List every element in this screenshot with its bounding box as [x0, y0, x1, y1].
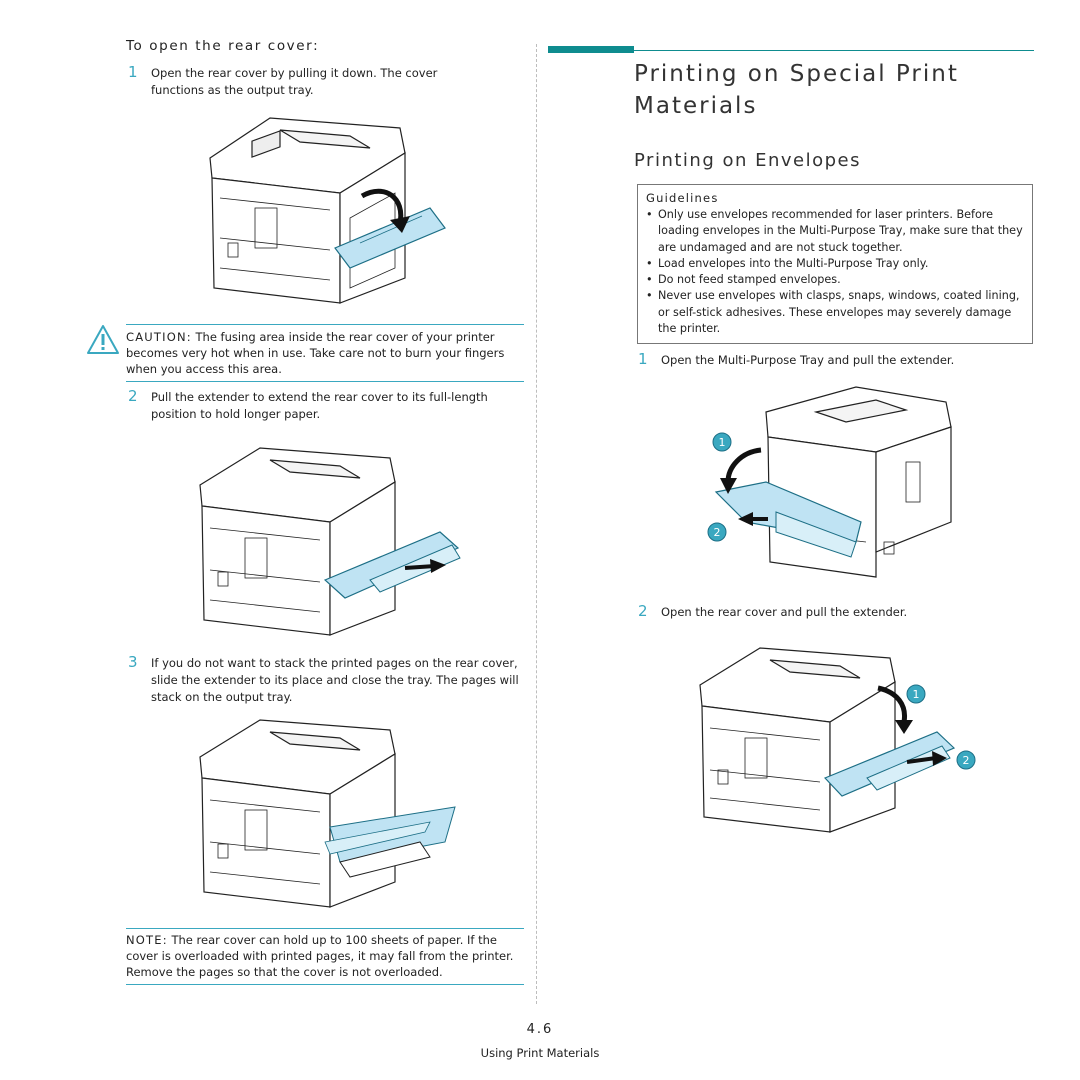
section-heading-envelopes: Printing on Envelopes [634, 150, 862, 171]
printer-pages-stacked-illustration [199, 719, 456, 908]
printer-extender-pulled-illustration [199, 447, 461, 636]
callout-badge-1: 1 [712, 432, 732, 452]
page-title: Printing on Special Print Materials [634, 58, 959, 122]
printer-rear-cover-open-illustration [209, 117, 446, 304]
step-2-number: 2 [128, 387, 138, 405]
callout-badge-3-label: 1 [913, 688, 920, 701]
title-rule-line [634, 50, 1034, 51]
caution-label: CAUTION: [126, 330, 192, 344]
guideline-item: Never use envelopes with clasps, snaps, … [646, 288, 1024, 337]
callout-badge-4-label: 2 [963, 754, 970, 767]
callout-badge-4: 2 [956, 750, 976, 770]
step-3-number: 3 [128, 653, 138, 671]
column-divider [536, 44, 537, 1004]
guideline-item: Do not feed stamped envelopes. [646, 272, 1024, 289]
caution-text: The fusing area inside the rear cover of… [126, 330, 505, 376]
step-2-text: Pull the extender to extend the rear cov… [151, 390, 488, 421]
callout-badge-1-label: 1 [719, 436, 726, 449]
guidelines-box: Guidelines Only use envelopes recommende… [637, 184, 1033, 344]
title-rule-block [548, 46, 634, 53]
page-title-line-1: Printing on Special Print [634, 61, 959, 87]
callout-badge-2: 2 [707, 522, 727, 542]
callout-badge-2-label: 2 [714, 526, 721, 539]
envelope-step-1-number: 1 [638, 350, 648, 368]
caution-callout: CAUTION: The fusing area inside the rear… [126, 324, 524, 382]
page-number: 4.6 [526, 1022, 554, 1037]
guideline-item: Load envelopes into the Multi-Purpose Tr… [646, 256, 1024, 273]
envelope-step-2-text: Open the rear cover and pull the extende… [661, 605, 908, 619]
printer-rear-cover-extender-illustration [699, 647, 956, 833]
step-3-text: If you do not want to stack the printed … [151, 656, 519, 704]
note-text: The rear cover can hold up to 100 sheets… [126, 933, 514, 979]
printer-multipurpose-tray-illustration [714, 386, 952, 578]
guidelines-list: Only use envelopes recommended for laser… [638, 207, 1032, 337]
caution-icon [87, 325, 119, 354]
guideline-item: Only use envelopes recommended for laser… [646, 207, 1024, 256]
step-1-number: 1 [128, 63, 138, 81]
guidelines-title: Guidelines [646, 191, 719, 205]
step-1-text: Open the rear cover by pulling it down. … [151, 66, 438, 97]
envelope-step-1-text: Open the Multi-Purpose Tray and pull the… [661, 353, 955, 367]
page-title-line-2: Materials [634, 93, 758, 119]
note-label: NOTE: [126, 933, 168, 947]
envelope-step-2-number: 2 [638, 602, 648, 620]
callout-badge-3: 1 [906, 684, 926, 704]
subheading-open-rear-cover: To open the rear cover: [126, 38, 320, 54]
note-callout: NOTE: The rear cover can hold up to 100 … [126, 928, 524, 985]
page-footer: Using Print Materials [480, 1046, 600, 1060]
